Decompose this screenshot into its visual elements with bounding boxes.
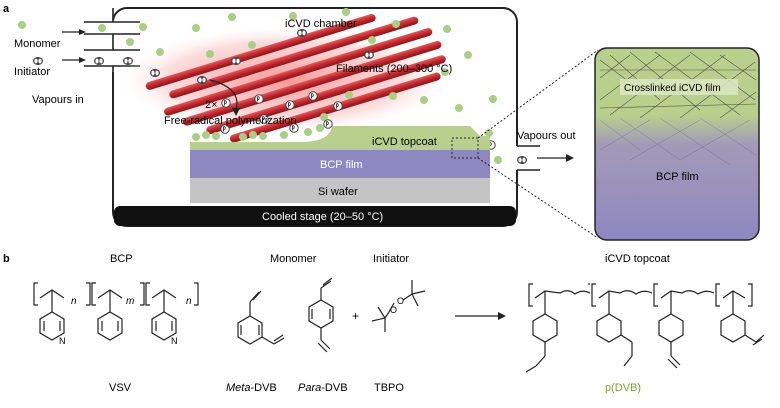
initiator-header: Initiator <box>373 253 409 265</box>
monomer-label: Monomer <box>14 38 61 50</box>
monomer-header: Monomer <box>270 253 317 265</box>
svg-text:N: N <box>171 336 178 346</box>
topcoat-layer <box>190 126 490 150</box>
vapours-out-label: Vapours out <box>517 130 576 142</box>
filaments-label: Filaments (200–300 °C) <box>336 63 452 75</box>
meta-dvb-structure <box>237 290 285 345</box>
para-dvb-label: Para-DVB <box>298 382 348 394</box>
svg-text:N: N <box>59 336 66 346</box>
monomer-dots <box>139 8 502 164</box>
bcp-header: BCP <box>110 253 133 265</box>
topcoat-label: iCVD topcoat <box>372 136 437 148</box>
initiator-label: Initiator <box>14 66 50 78</box>
plus-sign: + <box>352 309 359 323</box>
stage-label: Cooled stage (20–50 °C) <box>262 211 383 223</box>
outlet-pipe <box>516 140 540 176</box>
initiator-molecule-icon <box>94 57 104 65</box>
panel-a-letter: a <box>3 3 10 15</box>
meta-dvb-label: Meta-DVB <box>226 382 277 394</box>
monomer-dot-legend <box>18 21 26 29</box>
bcp-film-layer <box>190 150 490 178</box>
vsv-structure <box>33 282 199 341</box>
vapours-in-label: Vapours in <box>32 94 84 106</box>
cooled-stage <box>114 206 516 226</box>
polymerization-label: Free-radical polymerization <box>164 115 297 127</box>
tbpo-label: TBPO <box>374 382 404 394</box>
topcoat-header: iCVD topcoat <box>605 253 670 265</box>
radical-label: 2× <box>205 99 218 111</box>
pdvb-structure <box>525 283 765 373</box>
zoom-crosslinked-label: Crosslinked iCVD film <box>624 83 721 94</box>
vsv-label: VSV <box>109 382 132 394</box>
si-wafer-layer <box>190 178 490 203</box>
si-wafer-label: Si wafer <box>318 186 358 198</box>
panel-b-letter: b <box>3 253 10 265</box>
monomer-dots <box>192 124 324 141</box>
zoom-bcp-label: BCP film <box>656 171 699 183</box>
inlet-pipes <box>84 8 140 120</box>
zoom-panel <box>594 47 760 241</box>
zoom-source-box <box>451 137 479 159</box>
para-dvb-structure <box>308 277 334 353</box>
chamber-label: iCVD chamber <box>285 18 357 30</box>
bcp-film-label: BCP film <box>320 159 363 171</box>
sub-m: m <box>126 296 134 307</box>
sub-n1: n <box>71 296 77 307</box>
tbpo-structure <box>371 280 426 332</box>
sub-n2: n <box>186 296 192 307</box>
initiator-molecule-icon <box>33 57 43 65</box>
pdvb-label: p(DVB) <box>605 382 641 394</box>
svg-text:O: O <box>397 296 404 306</box>
svg-text:O: O <box>390 305 397 315</box>
